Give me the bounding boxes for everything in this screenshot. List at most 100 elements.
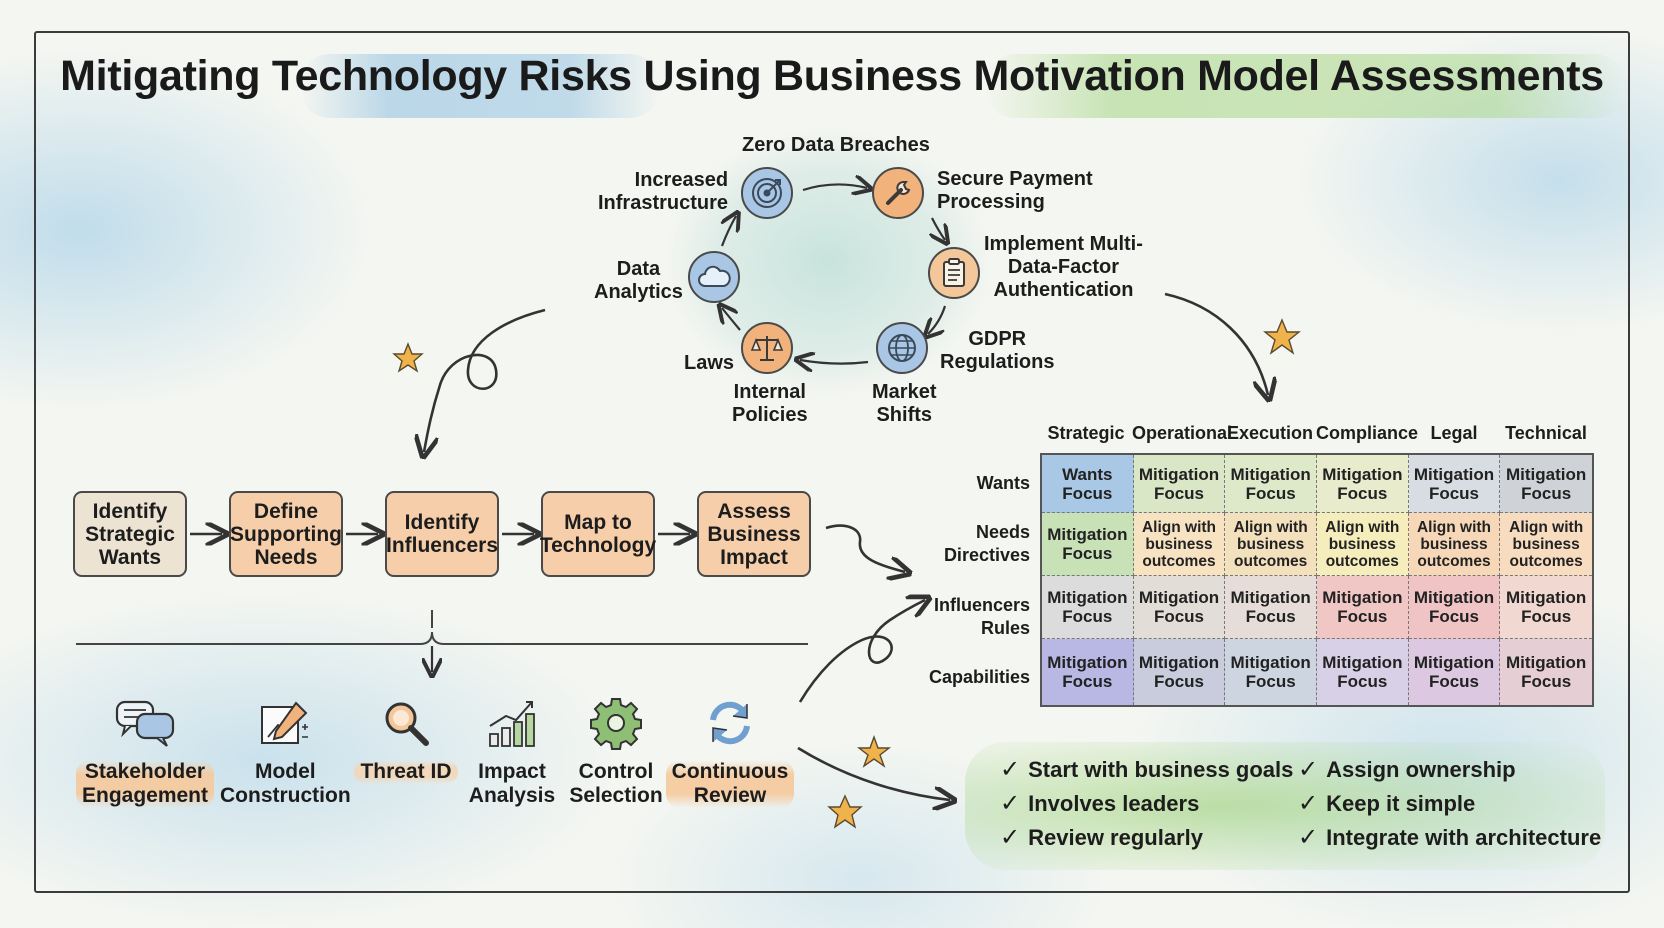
star-icon bbox=[1263, 318, 1301, 355]
process-step-label: Define Supporting Needs bbox=[230, 499, 342, 569]
tool-model-construction: Model Construction bbox=[214, 694, 354, 808]
matrix-row-label: Capabilities bbox=[928, 667, 1030, 687]
matrix-cell: Mitigation Focus bbox=[1133, 455, 1226, 513]
matrix-cell: Mitigation Focus bbox=[1133, 639, 1226, 705]
cycle-label-gdpr: GDPR Regulations bbox=[940, 328, 1055, 373]
cycle-label-market-shifts: Market Shifts bbox=[872, 381, 937, 426]
scales-icon bbox=[741, 322, 793, 374]
matrix-col-header: Legal bbox=[1430, 423, 1478, 443]
matrix-cell: Mitigation Focus bbox=[1225, 576, 1317, 639]
pencil-diagram-icon bbox=[214, 694, 354, 752]
checklist-item: ✓Assign ownership bbox=[1298, 755, 1516, 784]
loop-arrow-to-process bbox=[424, 308, 546, 452]
process-step-label: Identify Influencers bbox=[385, 511, 499, 557]
loop-arrow-tools-to-matrix bbox=[798, 600, 925, 703]
checkmark-icon: ✓ bbox=[1298, 824, 1319, 851]
cycle-label-mfa: Implement Multi- Data-Factor Authenticat… bbox=[984, 233, 1143, 301]
matrix-cell: Mitigation Focus bbox=[1225, 455, 1317, 513]
process-step-identify-strategic-wants: Identify Strategic Wants bbox=[73, 491, 187, 577]
cycle-arrow bbox=[928, 305, 947, 334]
cycle-arrow bbox=[800, 360, 869, 364]
matrix-cell: Mitigation Focus bbox=[1500, 639, 1592, 705]
checklist-item: ✓Keep it simple bbox=[1298, 789, 1475, 818]
cycle-label-zero-data-breaches: Zero Data Breaches bbox=[742, 134, 930, 156]
matrix-cell: Mitigation Focus bbox=[1316, 576, 1409, 639]
process-step-label: Map to Technology bbox=[539, 511, 657, 557]
cycle-arrow bbox=[722, 308, 741, 331]
cycle-label-increased-infrastructure: Increased Infrastructure bbox=[598, 169, 729, 214]
star-icon bbox=[392, 342, 424, 373]
matrix-cell: Mitigation Focus bbox=[1408, 455, 1501, 513]
cycle-arrow bbox=[722, 216, 736, 247]
star-icon bbox=[827, 794, 863, 829]
diagram-frame bbox=[34, 31, 1630, 893]
cycle-label-laws: Laws bbox=[684, 352, 735, 374]
chat-bubbles-icon bbox=[75, 694, 215, 752]
cycle-arrow bbox=[802, 184, 867, 190]
matrix-cell: Mitigation Focus bbox=[1042, 576, 1134, 639]
checkmark-icon: ✓ bbox=[1000, 790, 1021, 817]
matrix-col-header: Strategic bbox=[1047, 423, 1125, 443]
checklist-item-label: Start with business goals bbox=[1028, 757, 1294, 782]
arrow-cycle-to-matrix bbox=[1164, 292, 1268, 395]
matrix-row-label: Wants bbox=[976, 473, 1030, 493]
matrix-cell: Align with business outcomes bbox=[1500, 513, 1592, 576]
process-step-assess-business-impact: Assess Business Impact bbox=[697, 491, 811, 577]
clipboard-icon bbox=[928, 247, 980, 299]
matrix-cell: Align with business outcomes bbox=[1225, 513, 1317, 576]
gear-icon bbox=[546, 694, 686, 752]
tool-label: Model Construction bbox=[220, 760, 351, 807]
matrix-row-label: Influencers Rules bbox=[933, 595, 1030, 638]
checkmark-icon: ✓ bbox=[1000, 756, 1021, 783]
cycle-label-secure-payment: Secure Payment Processing bbox=[937, 168, 1093, 213]
process-brace bbox=[76, 631, 808, 645]
tool-label: Impact Analysis bbox=[468, 760, 556, 807]
target-icon bbox=[741, 167, 793, 219]
checklist-item: ✓Review regularly bbox=[1000, 823, 1203, 852]
checklist-highlight bbox=[965, 742, 1605, 870]
checklist-item-label: Assign ownership bbox=[1326, 757, 1516, 782]
checklist-item-label: Integrate with architecture bbox=[1326, 825, 1602, 850]
tool-label: Continuous Review bbox=[665, 760, 795, 808]
tool-label: Stakeholder Engagement bbox=[75, 760, 215, 808]
checkmark-icon: ✓ bbox=[1000, 824, 1021, 851]
matrix-cell: Mitigation Focus bbox=[1133, 576, 1226, 639]
matrix-cell: Mitigation Focus bbox=[1042, 639, 1134, 705]
matrix-cell: Mitigation Focus bbox=[1316, 455, 1409, 513]
globe-icon bbox=[876, 322, 928, 374]
title-highlight-green bbox=[985, 54, 1625, 118]
cycle-label-internal-policies: Internal Policies bbox=[732, 381, 808, 426]
squiggle-arrow-to-matrix bbox=[825, 524, 905, 572]
matrix-cell: Mitigation Focus bbox=[1500, 576, 1592, 639]
matrix-cell: Mitigation Focus bbox=[1500, 455, 1592, 513]
cycle-arrow bbox=[932, 217, 945, 240]
tool-continuous-review: Continuous Review bbox=[660, 694, 800, 808]
page-title: Mitigating Technology Risks Using Busine… bbox=[60, 52, 1604, 100]
matrix-col-header: Execution bbox=[1226, 423, 1314, 443]
tool-threat-id: Threat ID bbox=[336, 694, 476, 784]
cycle-label-data-analytics: Data Analytics bbox=[594, 258, 683, 303]
process-step-define-supporting-needs: Define Supporting Needs bbox=[229, 491, 343, 577]
tool-impact-analysis: Impact Analysis bbox=[442, 694, 582, 808]
matrix-col-header: Operational bbox=[1132, 423, 1233, 443]
refresh-icon bbox=[660, 694, 800, 752]
process-step-label: Assess Business Impact bbox=[707, 499, 801, 569]
matrix-col-header: Technical bbox=[1505, 423, 1587, 443]
bar-chart-icon bbox=[442, 694, 582, 752]
matrix-col-header: Compliance bbox=[1316, 423, 1419, 443]
star-icon bbox=[856, 734, 892, 768]
tool-stakeholder-engagement: Stakeholder Engagement bbox=[75, 694, 215, 808]
wrench-icon bbox=[872, 167, 924, 219]
matrix-cell: Mitigation Focus bbox=[1316, 639, 1409, 705]
matrix-cell: Wants Focus bbox=[1042, 455, 1134, 513]
magnifier-icon bbox=[336, 694, 476, 752]
checklist-item: ✓ Integrate with architecture bbox=[1298, 823, 1601, 852]
checklist-item: ✓ Start with business goals bbox=[1000, 755, 1293, 784]
matrix-row-label: Needs Directives bbox=[943, 522, 1030, 565]
checkmark-icon: ✓ bbox=[1298, 790, 1319, 817]
tool-label: Control Selection bbox=[569, 760, 663, 807]
checklist-item-label: Involves leaders bbox=[1028, 791, 1200, 816]
arrow-to-checklist bbox=[797, 746, 950, 800]
tool-control-selection: Control Selection bbox=[546, 694, 686, 808]
